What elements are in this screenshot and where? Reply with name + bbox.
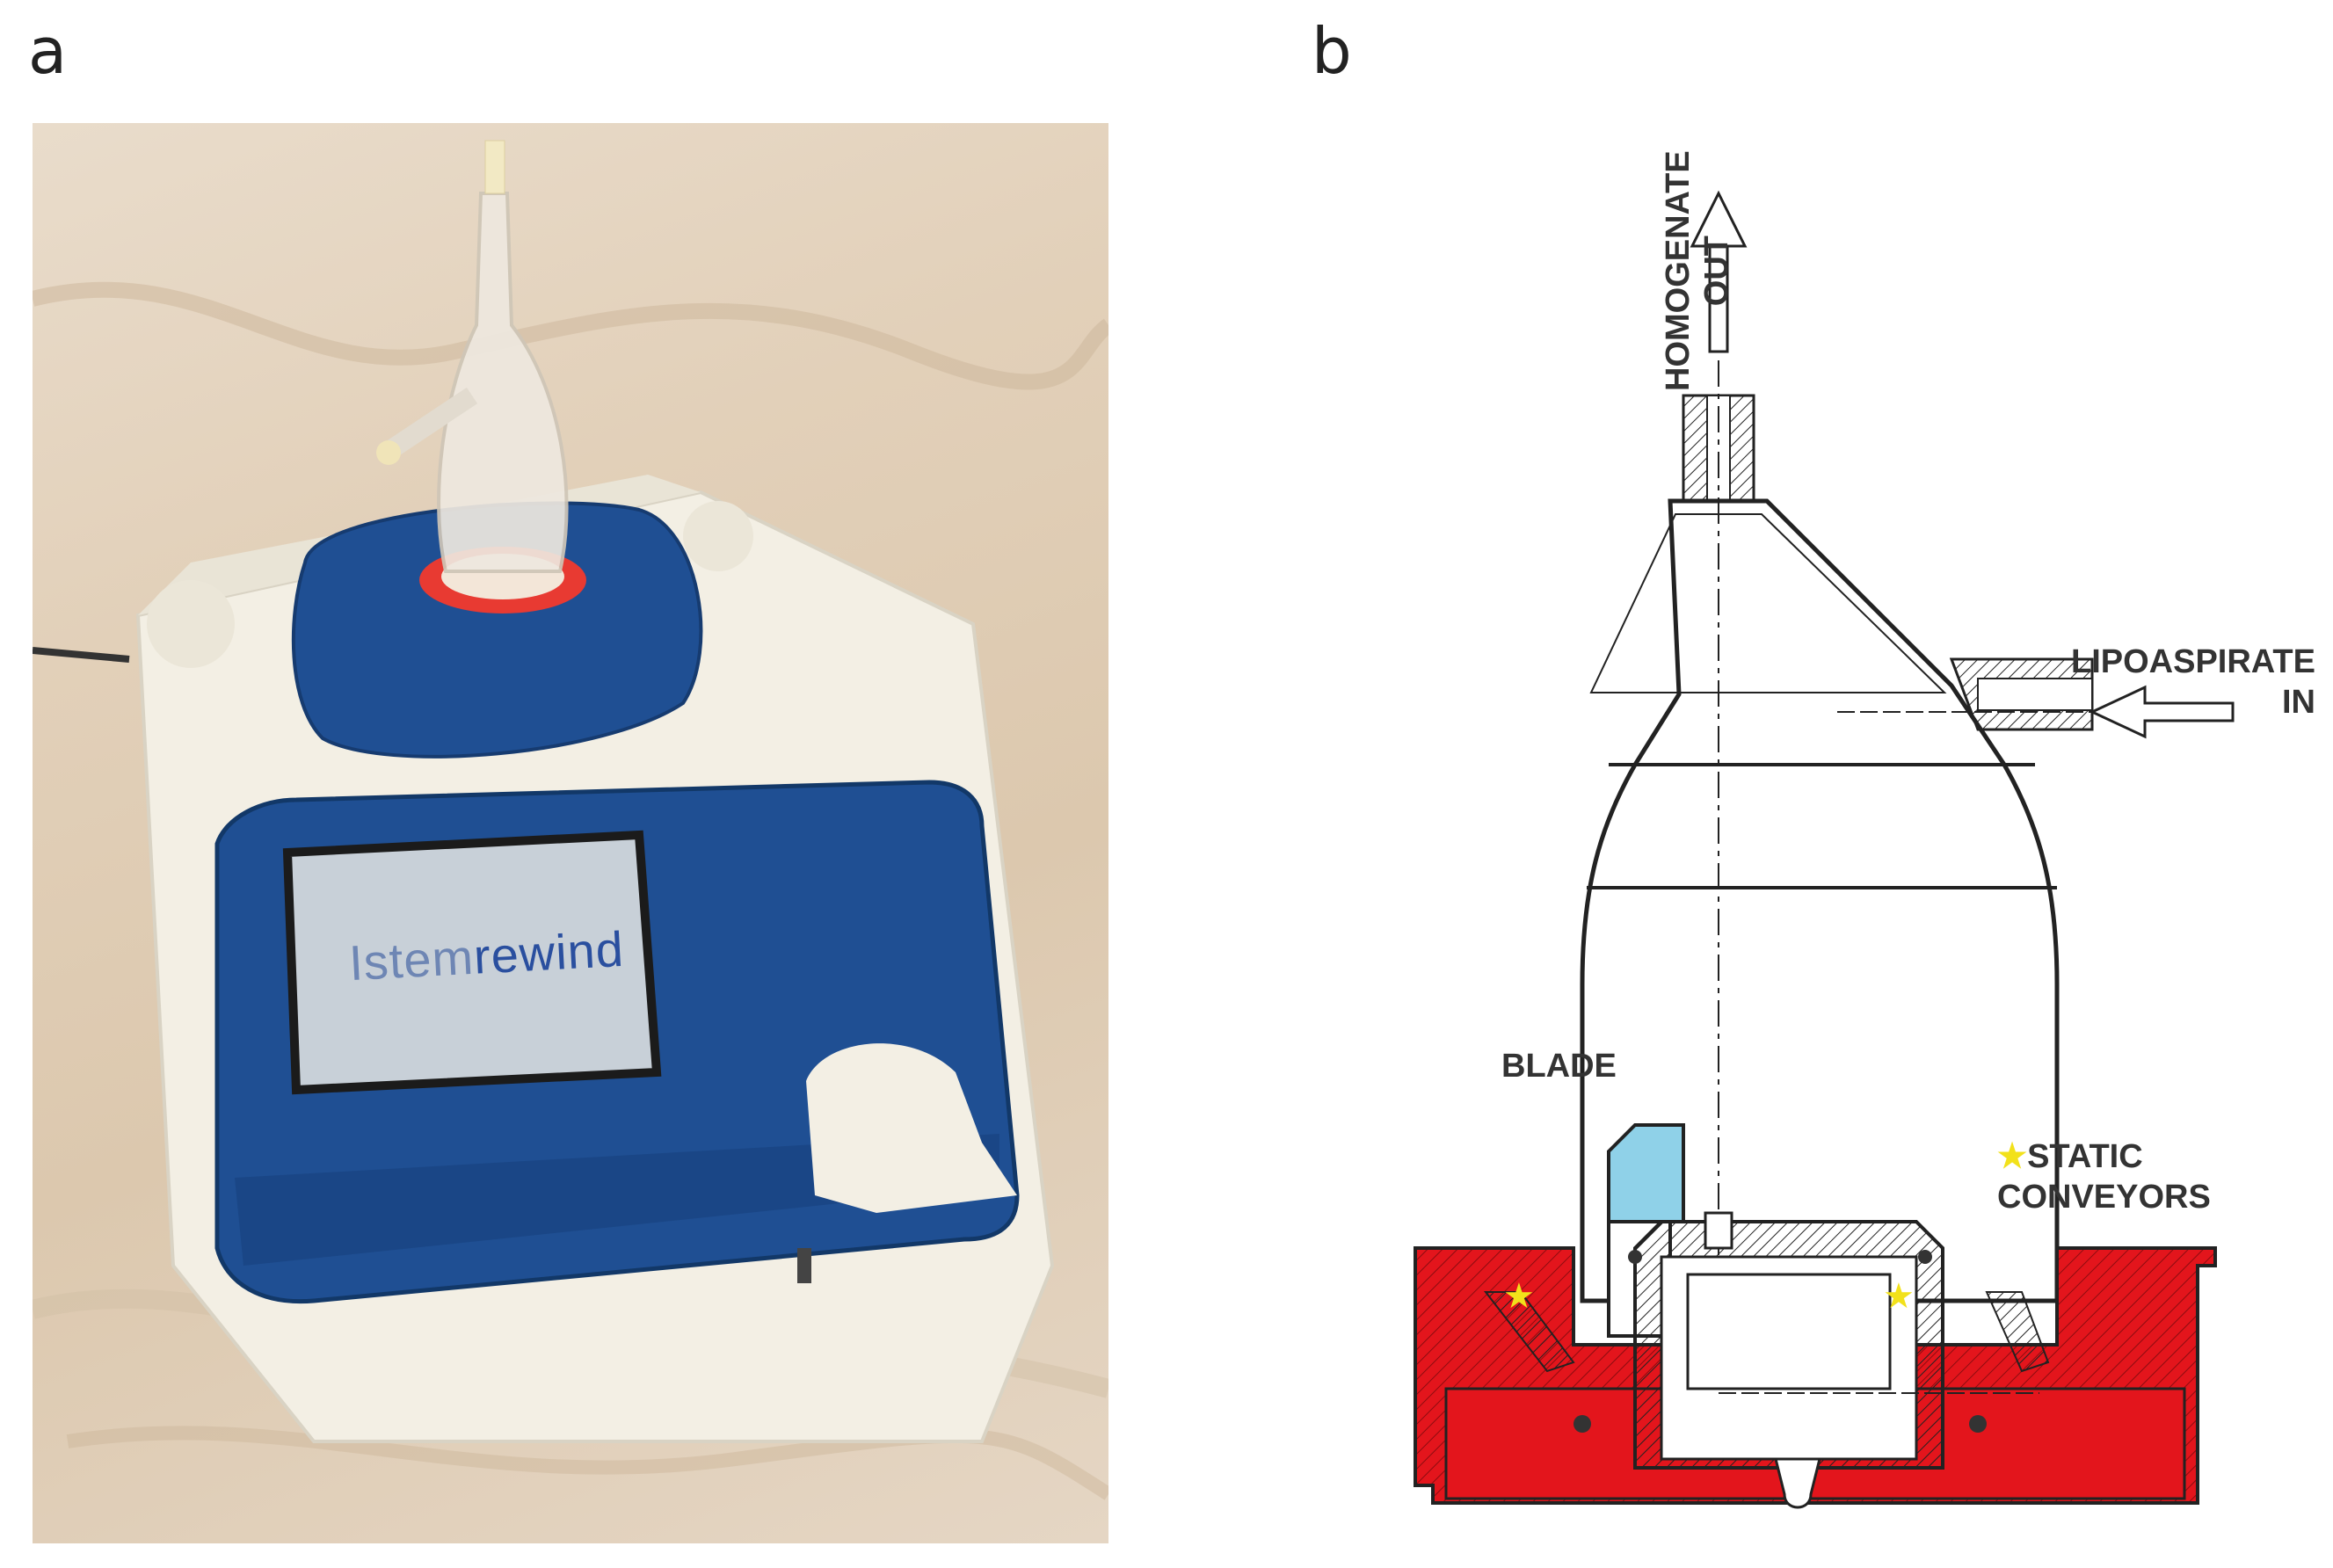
- label-lipo-line1: LIPOASPIRATE: [2071, 643, 2315, 680]
- fabric-fold: [66, 1426, 1108, 1500]
- label-static-conveyors: ★STATIC CONVEYORS: [1997, 1136, 2211, 1217]
- device-photo: Istemrewind: [33, 123, 1108, 1543]
- power-cable: [33, 647, 130, 663]
- port-slot: [797, 1248, 811, 1283]
- static-conveyor-right: [1985, 1291, 2050, 1373]
- cone-inner-wall: [1589, 513, 1947, 693]
- o-ring-right: [1969, 1415, 1987, 1433]
- fabric-fold: [33, 281, 1108, 390]
- label-static-line2: CONVEYORS: [1997, 1179, 2211, 1216]
- label-homogenate-line1: HOMOGENATE: [1660, 150, 1697, 391]
- motor-coupling: [1686, 1273, 1892, 1390]
- inlet-channel: [1977, 678, 2093, 711]
- static-conveyor-left: [1483, 1291, 1575, 1373]
- star-marker-left: ★: [1503, 1276, 1535, 1317]
- device-photo-drawing: [33, 140, 1108, 1500]
- touch-screen: [282, 830, 662, 1095]
- label-lipoaspirate-in: LIPOASPIRATE IN: [2071, 642, 2315, 722]
- label-homogenate-line2: OUT: [1698, 236, 1735, 307]
- panel-a-letter: a: [28, 14, 68, 88]
- drain-tip: [1774, 1457, 1821, 1509]
- label-static-line1: ★STATIC: [1997, 1136, 2211, 1177]
- hub-pin: [1704, 1211, 1733, 1250]
- schematic-drawing: ★ ★: [1414, 190, 2235, 1509]
- star-marker-right: ★: [1883, 1276, 1915, 1317]
- container-cutout: [806, 1043, 1017, 1213]
- device-hole-right: [683, 501, 753, 571]
- panel-b-letter: b: [1312, 14, 1352, 88]
- control-unit-edge: [235, 1134, 999, 1266]
- label-blade: BLADE: [1501, 1048, 1617, 1085]
- container-side-port: [387, 387, 478, 457]
- label-static-text: STATIC: [2027, 1138, 2143, 1175]
- device-schematic: ★ ★: [1371, 97, 2333, 1568]
- screen-logo-part2: rewind: [472, 920, 626, 984]
- device-hole-left: [147, 580, 235, 668]
- screen-logo-part1: Istem: [347, 928, 476, 991]
- lipoaspirate-in-arrow: [2089, 685, 2235, 739]
- container-tip: [484, 140, 505, 194]
- label-lipo-line2: IN: [2282, 684, 2315, 721]
- o-ring-left: [1574, 1415, 1591, 1433]
- o-ring-hub-right: [1918, 1250, 1932, 1264]
- o-ring-hub-left: [1628, 1250, 1642, 1264]
- homogenate-out-arrow: [1690, 190, 1748, 353]
- processing-container: [437, 192, 569, 573]
- blade: [1607, 1123, 1685, 1223]
- side-port-cap: [376, 440, 401, 465]
- label-homogenate-out: HOMOGENATE OUT: [1659, 150, 1736, 391]
- star-icon: ★: [1997, 1138, 2028, 1175]
